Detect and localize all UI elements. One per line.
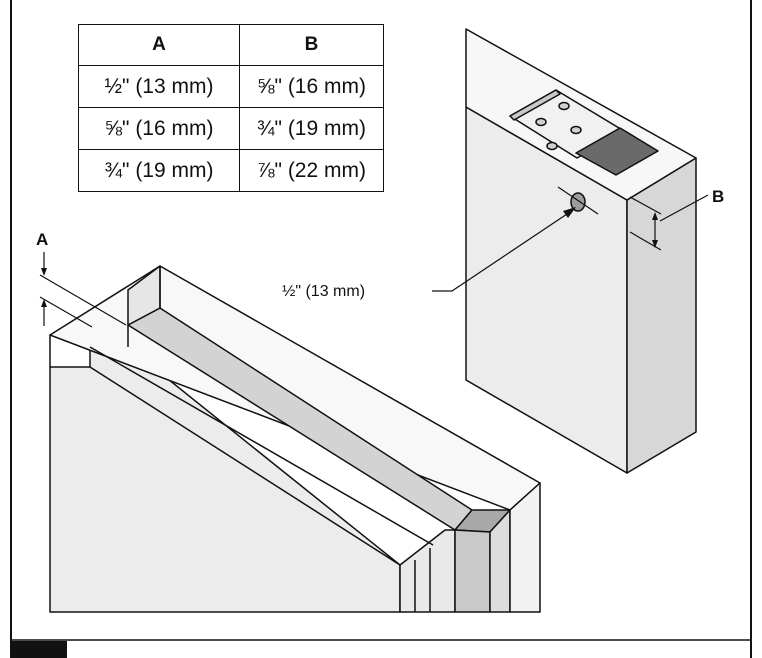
- table-row: ½" (13 mm) ⅝" (16 mm): [78, 65, 384, 108]
- door-edge-drawing: [465, 28, 697, 474]
- screw-hole: [535, 117, 547, 127]
- lock-mortise: [575, 127, 659, 176]
- table-cell-a: ½" (13 mm): [78, 65, 240, 108]
- screw-hole: [546, 141, 558, 151]
- jamb-outer-face: [509, 482, 541, 613]
- hole-leader-line: [432, 211, 571, 292]
- hole-leader-arrow: [563, 207, 576, 218]
- table-header-a: A: [78, 24, 240, 66]
- screw-hole: [570, 125, 582, 135]
- screw-hole: [558, 101, 570, 111]
- hole-size-label: ½" (13 mm): [282, 283, 366, 300]
- table-cell-b: ¾" (19 mm): [239, 107, 384, 150]
- table-header-b: B: [239, 24, 384, 66]
- rabbet-line: [89, 366, 401, 566]
- table-cell-a: ⅝" (16 mm): [78, 107, 240, 150]
- door-frame-drawing: [49, 265, 541, 613]
- jamb-rabbet-face: [454, 529, 491, 613]
- dimension-b-arrow-bottom: [652, 240, 658, 248]
- table-cell-b: ⅝" (16 mm): [239, 65, 384, 108]
- dimension-b: [557, 186, 709, 251]
- table-cell-a: ¾" (19 mm): [78, 149, 240, 192]
- backset-size-table: A B ½" (13 mm) ⅝" (16 mm) ⅝" (16 mm) ¾" …: [78, 24, 384, 192]
- dimension-b-arrow-top: [652, 212, 658, 220]
- table-header-row: A B: [78, 24, 384, 66]
- table-row: ¾" (19 mm) ⅞" (22 mm): [78, 149, 384, 192]
- table-cell-b: ⅞" (22 mm): [239, 149, 384, 192]
- door-edge-face: [626, 157, 697, 474]
- frame-corner-block: [11, 641, 67, 658]
- table-row: ⅝" (16 mm) ¾" (19 mm): [78, 107, 384, 150]
- dimension-b-label: B: [712, 187, 725, 206]
- dimension-a-label: A: [36, 230, 49, 249]
- dimension-a: [39, 252, 127, 328]
- frame-inner-face: [49, 346, 401, 613]
- dimension-a-arrow-bottom: [41, 299, 47, 307]
- rabbet-line: [89, 346, 434, 546]
- faceplate-recess-wall: [509, 89, 561, 121]
- dimension-a-arrow-top: [41, 268, 47, 276]
